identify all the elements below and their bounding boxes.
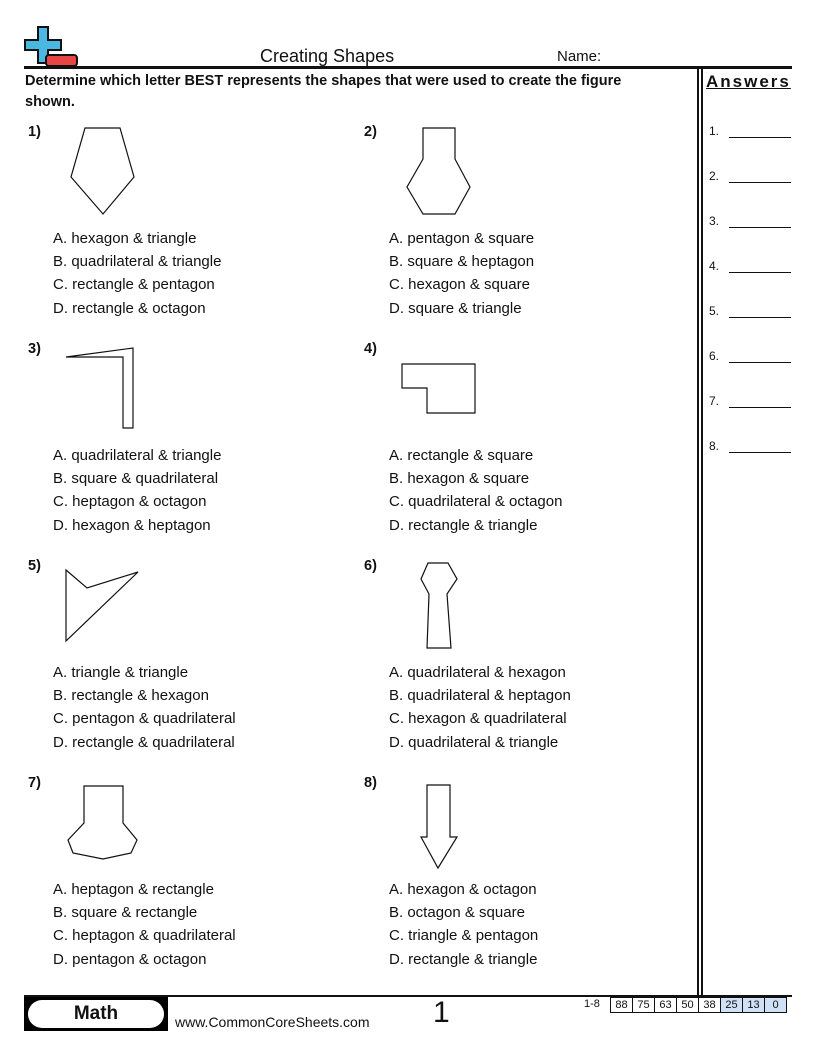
figure-2 [406, 127, 471, 215]
option-d: D. quadrilateral & triangle [389, 733, 559, 751]
question-number-4: 4) [364, 341, 377, 357]
question-number-2: 2) [364, 124, 377, 140]
option-c: C. hexagon & quadrilateral [389, 710, 567, 728]
figure-6 [420, 562, 458, 649]
option-c: C. rectangle & pentagon [53, 276, 215, 294]
option-d: D. rectangle & quadrilateral [53, 733, 235, 751]
option-c: C. triangle & pentagon [389, 927, 539, 945]
answer-column-divider [697, 68, 699, 996]
answers-title: Answers [706, 72, 791, 91]
option-c: C. pentagon & quadrilateral [53, 710, 236, 728]
option-b: B. quadrilateral & triangle [53, 253, 222, 271]
options-q5: A. triangle & triangle B. rectangle & he… [53, 661, 236, 754]
option-a: A. hexagon & triangle [53, 230, 197, 247]
score-cell: 75 [633, 998, 655, 1012]
option-a: A. rectangle & square [389, 447, 534, 464]
answer-line-6[interactable]: 6. [709, 349, 793, 363]
subject-badge: Math [24, 997, 168, 1031]
option-c: C. heptagon & octagon [53, 493, 207, 511]
instructions: Determine which letter BEST represents t… [25, 73, 622, 110]
figure-1 [70, 127, 135, 215]
option-b: B. hexagon & square [389, 470, 530, 488]
option-a: A. hexagon & octagon [389, 881, 537, 898]
figure-3 [65, 347, 134, 429]
option-d: D. rectangle & triangle [389, 516, 538, 534]
option-d: D. square & triangle [389, 299, 522, 317]
answer-number: 4. [709, 259, 720, 273]
answer-line-8[interactable]: 8. [709, 439, 793, 453]
option-a: A. pentagon & square [389, 230, 535, 247]
options-q1: A. hexagon & triangle B. quadrilateral &… [53, 227, 221, 320]
answer-number: 6. [709, 349, 720, 363]
answer-number: 2. [709, 169, 720, 183]
score-range: 1-8 [584, 998, 600, 1010]
options-q4: A. rectangle & square B. hexagon & squar… [389, 444, 562, 537]
answer-line-2[interactable]: 2. [709, 169, 793, 183]
option-b: B. quadrilateral & heptagon [389, 687, 571, 705]
website-link[interactable]: www.CommonCoreSheets.com [175, 1014, 370, 1030]
option-a: A. heptagon & rectangle [53, 881, 214, 898]
name-label: Name: [557, 48, 602, 65]
figure-5 [65, 568, 139, 643]
options-q6: A. quadrilateral & hexagon B. quadrilate… [389, 661, 571, 754]
answer-number: 3. [709, 214, 720, 228]
answer-number: 5. [709, 304, 720, 318]
options-q8: A. hexagon & octagon B. octagon & square… [389, 878, 538, 971]
figure-4 [401, 363, 476, 414]
question-number-5: 5) [28, 558, 41, 574]
options-q2: A. pentagon & square B. square & heptago… [389, 227, 534, 320]
option-c: C. quadrilateral & octagon [389, 493, 563, 511]
options-q3: A. quadrilateral & triangle B. square & … [53, 444, 221, 537]
answer-line-5[interactable]: 5. [709, 304, 793, 318]
option-d: D. rectangle & triangle [389, 950, 538, 968]
answer-number: 1. [709, 124, 720, 138]
footer-divider [24, 995, 792, 997]
answer-line-4[interactable]: 4. [709, 259, 793, 273]
option-d: D. pentagon & octagon [53, 950, 207, 968]
score-cell: 38 [699, 998, 721, 1012]
answer-number: 7. [709, 394, 720, 408]
answer-number: 8. [709, 439, 720, 453]
answer-line-1[interactable]: 1. [709, 124, 793, 138]
score-cell: 13 [743, 998, 765, 1012]
figure-7 [67, 785, 138, 860]
option-a: A. quadrilateral & triangle [53, 447, 222, 464]
question-number-7: 7) [28, 775, 41, 791]
option-b: B. octagon & square [389, 904, 525, 922]
question-number-6: 6) [364, 558, 377, 574]
option-c: C. heptagon & quadrilateral [53, 927, 236, 945]
question-number-1: 1) [28, 124, 41, 140]
option-b: B. rectangle & hexagon [53, 687, 209, 705]
option-a: A. quadrilateral & hexagon [389, 664, 566, 681]
answer-column-divider [701, 68, 703, 996]
answer-line-7[interactable]: 7. [709, 394, 793, 408]
score-cell: 25 [721, 998, 743, 1012]
score-cell: 50 [677, 998, 699, 1012]
option-b: B. square & rectangle [53, 904, 198, 922]
options-q7: A. heptagon & rectangle B. square & rect… [53, 878, 236, 971]
answer-line-3[interactable]: 3. [709, 214, 793, 228]
option-b: B. square & quadrilateral [53, 470, 219, 488]
score-table: 88 75 63 50 38 25 13 0 [610, 997, 787, 1013]
worksheet-title: Creating Shapes [260, 46, 395, 66]
header-divider [24, 66, 792, 69]
option-d: D. hexagon & heptagon [53, 516, 211, 534]
option-c: C. hexagon & square [389, 276, 530, 294]
option-b: B. square & heptagon [389, 253, 535, 271]
option-d: D. rectangle & octagon [53, 299, 206, 317]
score-cell: 0 [765, 998, 786, 1012]
page-number: 1 [433, 996, 450, 1029]
figure-8 [419, 784, 459, 870]
question-number-3: 3) [28, 341, 41, 357]
score-cell: 88 [611, 998, 633, 1012]
option-a: A. triangle & triangle [53, 664, 189, 681]
score-cell: 63 [655, 998, 677, 1012]
question-number-8: 8) [364, 775, 377, 791]
subject-label: Math [28, 1000, 164, 1028]
